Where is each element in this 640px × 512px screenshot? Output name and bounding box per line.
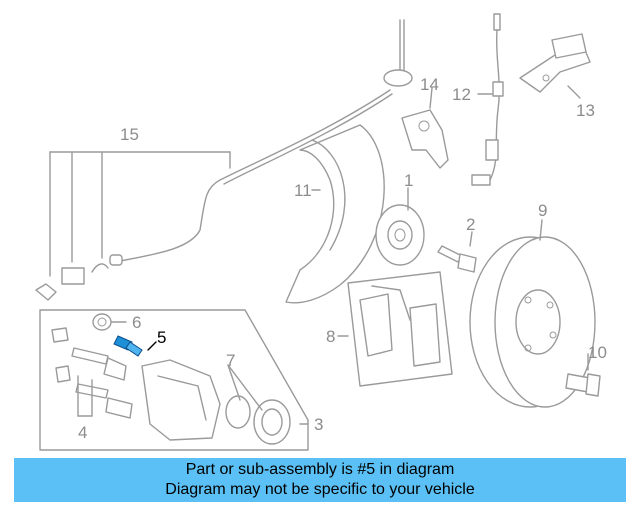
callout-4: 4 <box>78 423 87 442</box>
callout-15: 15 <box>120 125 139 144</box>
brake-pad-wear-sensor <box>471 13 504 186</box>
banner-line-disclaimer: Diagram may not be specific to your vehi… <box>165 481 475 498</box>
callout-2: 2 <box>466 215 475 234</box>
caliper-assembly-panel <box>39 309 309 451</box>
callout-7: 7 <box>226 351 235 370</box>
exploded-parts-diagram: 1 2 3 4 5 6 7 8 9 10 11 12 13 14 15 <box>35 13 607 451</box>
callout-14: 14 <box>420 75 439 94</box>
bleeder-screw-highlighted <box>113 335 157 357</box>
callout-6: 6 <box>132 313 141 332</box>
callout-10: 10 <box>588 343 607 362</box>
callout-13: 13 <box>576 101 595 120</box>
abs-sensor-harness <box>35 19 413 301</box>
wheel-hub <box>375 204 425 266</box>
brake-rotor <box>469 236 596 408</box>
callout-labels: 1 2 3 4 5 6 7 8 9 10 11 12 13 14 15 <box>78 75 607 442</box>
banner-line-part-number: Part or sub-assembly is #5 in diagram <box>185 461 455 478</box>
callout-12: 12 <box>452 85 471 104</box>
callout-5: 5 <box>157 328 166 347</box>
brake-pads-panel <box>347 271 453 387</box>
splash-shield <box>285 124 385 304</box>
rotor-screw <box>565 373 601 397</box>
callout-8: 8 <box>326 327 335 346</box>
wheel-speed-sensor <box>401 109 449 169</box>
diagram-notice-banner: Part or sub-assembly is #5 in diagram Di… <box>14 458 626 502</box>
sensor-bracket <box>519 33 591 93</box>
callout-3: 3 <box>314 415 323 434</box>
callout-1: 1 <box>404 171 413 190</box>
callout-9: 9 <box>538 201 547 220</box>
callout-11: 11 <box>294 181 312 200</box>
hub-bolt <box>437 245 477 273</box>
leader-lines <box>111 85 589 425</box>
